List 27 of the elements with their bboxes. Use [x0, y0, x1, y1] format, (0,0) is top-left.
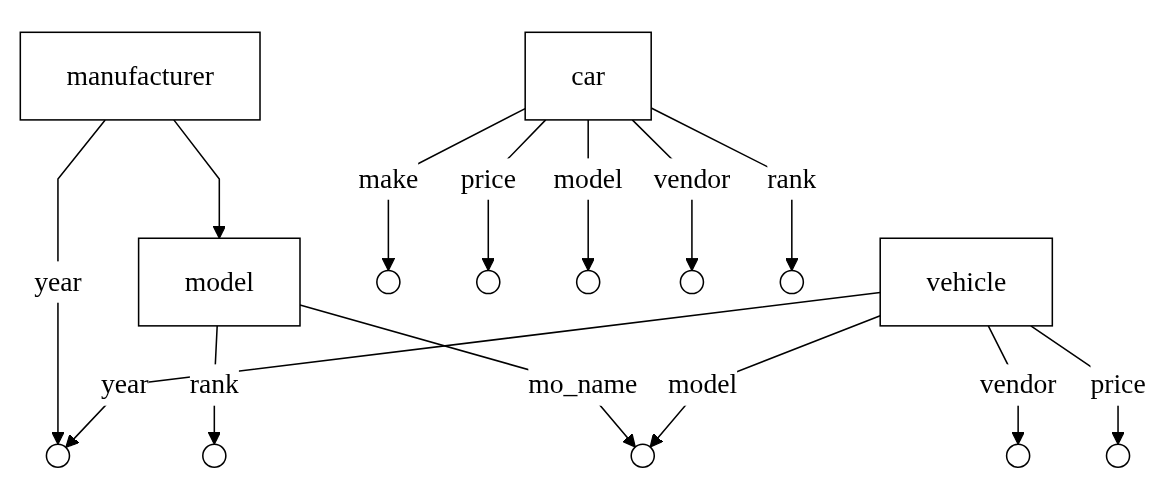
edge-label: rank — [766, 163, 816, 194]
node-circle — [201, 443, 227, 469]
edge-label: year — [100, 369, 149, 400]
node-circle — [1105, 443, 1130, 469]
edge-label: make — [357, 163, 418, 194]
node-box: manufacturer — [19, 31, 261, 121]
edge-label: price — [460, 163, 516, 194]
node-circle — [575, 270, 600, 295]
edge-label: rank — [189, 369, 239, 400]
edge-label: mo_name — [527, 369, 637, 400]
node-box: vehicle — [878, 237, 1053, 327]
arrow — [172, 119, 226, 240]
edge-label: vendor — [979, 369, 1057, 400]
edge-label: model — [553, 163, 623, 194]
node-circle — [779, 270, 804, 295]
node-circle — [475, 270, 501, 295]
node-circle — [375, 270, 401, 295]
node-circle — [1005, 443, 1030, 469]
edge-label: vendor — [653, 163, 730, 194]
node-circle — [45, 443, 70, 469]
node-circle — [629, 443, 655, 469]
edge-label: year — [33, 266, 82, 297]
node-box: car — [523, 31, 652, 121]
edge-label: model — [667, 369, 737, 400]
node-circle — [679, 270, 704, 295]
edge-label: price — [1089, 369, 1146, 400]
node-box: model — [137, 237, 301, 327]
